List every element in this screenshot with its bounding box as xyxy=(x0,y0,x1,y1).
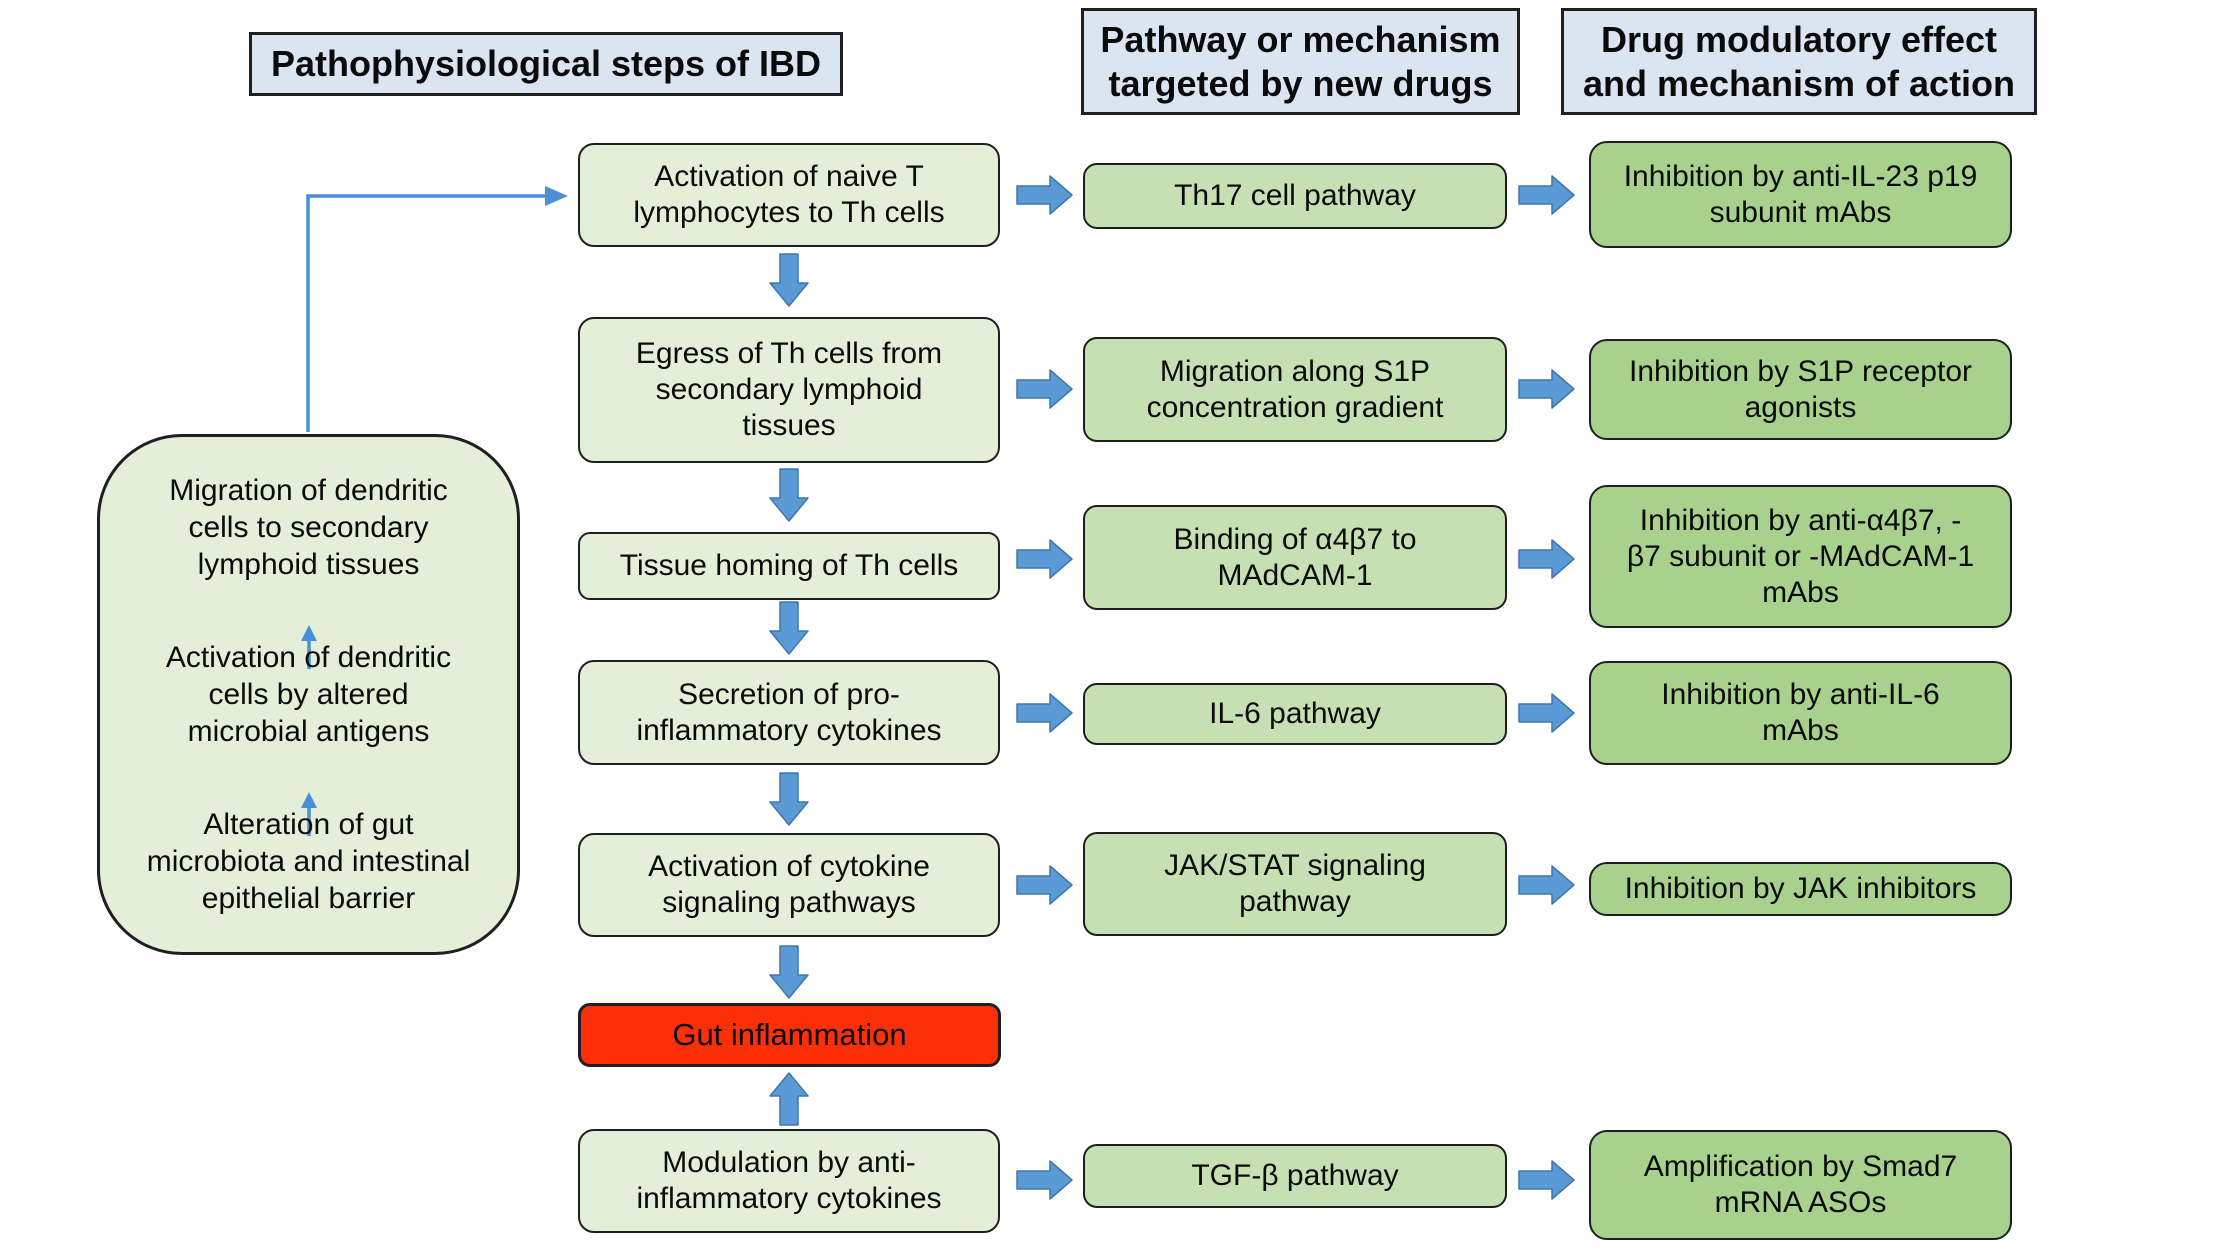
down-arrow-icon xyxy=(769,253,809,307)
down-arrow-icon xyxy=(769,945,809,999)
right-arrow-icon xyxy=(1016,1160,1073,1200)
drug-box-anti-il23: Inhibition by anti-IL-23 p19 subunit mAb… xyxy=(1589,141,2012,248)
up-arrow-icon xyxy=(769,1072,809,1126)
step-box-cytokine-signaling: Activation of cytokine signaling pathway… xyxy=(578,833,1000,937)
thin-up-arrow-icon xyxy=(294,587,324,669)
pathway-box-tgf-beta: TGF-β pathway xyxy=(1083,1144,1507,1208)
down-arrow-icon xyxy=(769,601,809,655)
step-box-secretion-cytokines: Secretion of pro- inflammatory cytokines xyxy=(578,660,1000,765)
drug-box-s1p-agonists: Inhibition by S1P receptor agonists xyxy=(1589,339,2012,440)
gut-inflammation-box: Gut inflammation xyxy=(578,1003,1001,1067)
down-arrow-icon xyxy=(769,772,809,826)
right-arrow-icon xyxy=(1016,693,1073,733)
right-arrow-icon xyxy=(1518,175,1575,215)
pathway-box-jak-stat: JAK/STAT signaling pathway xyxy=(1083,832,1507,936)
precursor-text-activation: Activation of dendritic cells by altered… xyxy=(165,641,452,748)
header-pathophysiological-steps: Pathophysiological steps of IBD xyxy=(249,32,843,96)
pathway-box-th17: Th17 cell pathway xyxy=(1083,163,1507,229)
right-arrow-icon xyxy=(1518,693,1575,733)
right-arrow-icon xyxy=(1016,175,1073,215)
drug-box-anti-a4b7: Inhibition by anti-α4β7, - β7 subunit or… xyxy=(1589,485,2012,628)
pathway-box-a4b7-madcam: Binding of α4β7 to MAdCAM-1 xyxy=(1083,505,1507,610)
precursor-text-migration: Migration of dendritic cells to secondar… xyxy=(169,474,448,581)
right-arrow-icon xyxy=(1518,539,1575,579)
step-box-tissue-homing: Tissue homing of Th cells xyxy=(578,532,1000,600)
right-arrow-icon xyxy=(1016,865,1073,905)
drug-box-jak-inhibitors: Inhibition by JAK inhibitors xyxy=(1589,862,2012,916)
down-arrow-icon xyxy=(769,468,809,522)
header-drug-effect: Drug modulatory effect and mechanism of … xyxy=(1561,8,2037,115)
right-arrow-icon xyxy=(1518,369,1575,409)
step-box-activation-naive-t: Activation of naive T lymphocytes to Th … xyxy=(578,143,1000,247)
right-arrow-icon xyxy=(1016,369,1073,409)
precursor-text-alteration: Alteration of gut microbiota and intesti… xyxy=(146,808,471,915)
step-box-modulation-anti-inflammatory: Modulation by anti- inflammatory cytokin… xyxy=(578,1129,1000,1233)
pathway-box-s1p-gradient: Migration along S1P concentration gradie… xyxy=(1083,337,1507,442)
thin-up-arrow-icon xyxy=(294,754,324,836)
precursor-box: Migration of dendritic cells to secondar… xyxy=(97,434,520,955)
step-box-egress-th-cells: Egress of Th cells from secondary lympho… xyxy=(578,317,1000,463)
right-arrow-icon xyxy=(1518,865,1575,905)
right-arrow-icon xyxy=(1016,539,1073,579)
drug-box-smad7-asos: Amplification by Smad7 mRNA ASOs xyxy=(1589,1130,2012,1240)
pathway-box-il6: IL-6 pathway xyxy=(1083,683,1507,745)
drug-box-anti-il6: Inhibition by anti-IL-6 mAbs xyxy=(1589,661,2012,765)
right-arrow-icon xyxy=(1518,1160,1575,1200)
header-pathway-mechanism: Pathway or mechanism targeted by new dru… xyxy=(1081,8,1520,115)
